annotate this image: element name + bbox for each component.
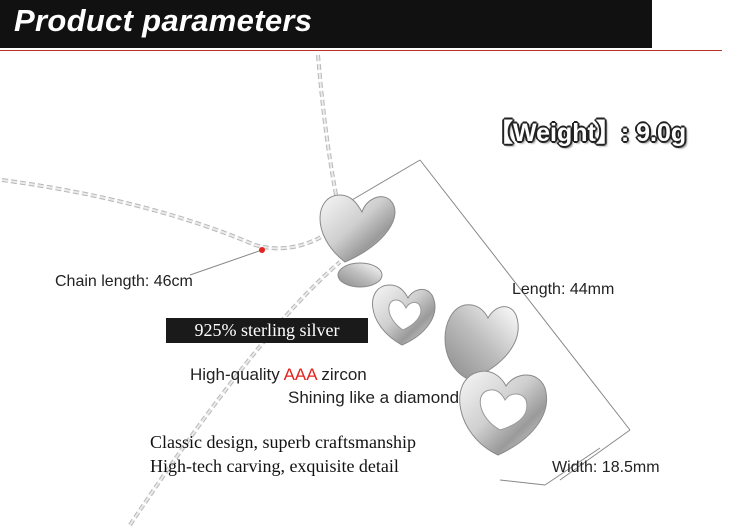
design-feature: Classic design, superb craftsmanship xyxy=(150,432,416,452)
sterling-silver-badge: 925% sterling silver xyxy=(166,318,368,343)
chain-icon xyxy=(1,54,342,527)
zircon-prefix: High-quality xyxy=(190,365,284,384)
shine-feature: Shining like a diamond xyxy=(288,388,460,407)
header-divider xyxy=(0,50,722,51)
dimension-lines xyxy=(189,159,631,486)
carving-feature: High-tech carving, exquisite detail xyxy=(150,456,399,476)
page-title: Product parameters xyxy=(14,3,313,38)
chain-length-spec: Chain length: 46cm xyxy=(55,273,193,290)
length-spec: Length: 44mm xyxy=(512,281,615,298)
weight-spec: 【Weight】: 9.0g xyxy=(488,119,687,147)
aaa-highlight: AAA xyxy=(283,365,317,384)
zircon-feature: High-quality AAA zircon xyxy=(190,365,367,385)
title-bar xyxy=(0,0,652,48)
width-spec: Width: 18.5mm xyxy=(552,459,660,476)
chain-marker-dot xyxy=(259,247,265,253)
zircon-suffix: zircon xyxy=(316,365,367,384)
heart-pendant-icon xyxy=(319,194,547,456)
